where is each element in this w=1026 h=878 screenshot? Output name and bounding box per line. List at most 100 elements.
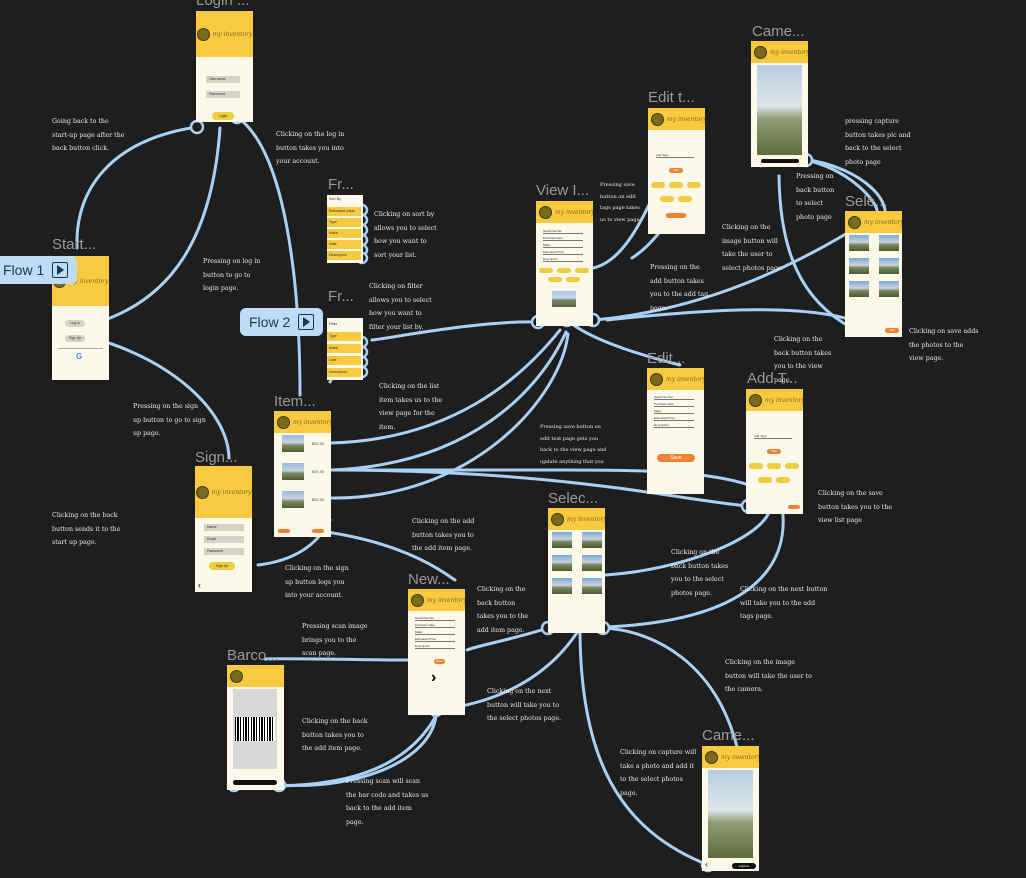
tag-chip[interactable] (651, 182, 665, 188)
capture-bar[interactable] (761, 159, 799, 163)
add-tags-input[interactable]: Add Tags (754, 434, 792, 439)
photo-thumb[interactable] (552, 578, 572, 594)
tag-chip[interactable] (557, 268, 571, 273)
frame-add-tags[interactable]: my inventory Add Tags Add (746, 389, 803, 514)
photo-thumb[interactable] (849, 258, 869, 274)
back-arrow-icon[interactable]: ‹ (198, 580, 201, 590)
frame-view-item[interactable]: my inventory Serial Number Purchase Date… (536, 201, 593, 326)
add-tags-input[interactable]: Add Tags (656, 153, 694, 158)
save-button[interactable] (788, 505, 800, 509)
photo-thumb[interactable] (879, 235, 899, 251)
frame-filter[interactable]: Filter Type Make Date Description (327, 318, 363, 380)
tag-chip[interactable] (548, 277, 562, 282)
photo-thumb[interactable] (552, 555, 572, 571)
sort-option[interactable]: Date (327, 240, 361, 249)
add-item-button[interactable] (278, 529, 290, 533)
tag-chip[interactable] (767, 463, 781, 469)
photo-thumb[interactable] (582, 532, 602, 548)
item-photo[interactable] (552, 291, 576, 307)
list-item[interactable]: $XX.XX (282, 491, 324, 508)
tag-chip[interactable] (678, 196, 692, 202)
photo-grid[interactable] (552, 532, 602, 594)
filter-option[interactable]: Make (327, 344, 361, 353)
tag-chip[interactable] (660, 196, 674, 202)
tag-chip[interactable] (776, 477, 790, 483)
filter-option[interactable]: Date (327, 356, 361, 365)
password-field[interactable]: Password (206, 91, 240, 98)
sort-option[interactable]: Description (327, 251, 361, 260)
frame-edit-tags[interactable]: my inventory Add Tags Add (648, 108, 705, 234)
estimated-price-field[interactable]: Estimated Price (415, 637, 455, 642)
purchase-date-field[interactable]: Purchase Date (415, 623, 455, 628)
frame-camera-top[interactable]: my inventory (751, 41, 808, 167)
password-field[interactable]: Password (204, 548, 244, 555)
description-field[interactable]: Description (415, 644, 455, 649)
signup-button[interactable]: Sign Up (209, 562, 235, 570)
frame-edit-item[interactable]: my inventory Serial Number Purchase Date… (647, 368, 704, 494)
description-field[interactable]: Description (654, 423, 694, 428)
tag-chip[interactable] (669, 182, 683, 188)
tag-chip[interactable] (575, 268, 589, 273)
email-field[interactable]: Email (204, 536, 244, 543)
save-button[interactable] (666, 213, 686, 218)
photo-thumb[interactable] (552, 532, 572, 548)
filter-option[interactable]: Type (327, 332, 361, 341)
list-item[interactable]: $XX.XX (282, 463, 324, 480)
purchase-date-field[interactable]: Purchase Date (654, 402, 694, 407)
add-photos-button[interactable]: Add (885, 328, 899, 333)
save-button[interactable]: Save (657, 454, 695, 462)
make-field[interactable]: Make (415, 630, 455, 635)
frame-new-item[interactable]: my inventory Serial Number Purchase Date… (408, 589, 465, 715)
frame-camera-bottom[interactable]: my inventory ‹ Capture (702, 746, 759, 871)
app-header (227, 665, 284, 687)
sort-option[interactable]: Estimated value (327, 207, 361, 216)
tag-chip[interactable] (749, 463, 763, 469)
photo-thumb[interactable] (582, 578, 602, 594)
scan-button[interactable]: Scan (434, 659, 445, 664)
photo-thumb[interactable] (849, 281, 869, 297)
tag-chip[interactable] (758, 477, 772, 483)
photo-grid[interactable] (849, 235, 899, 297)
signup-button[interactable]: Sign Up (65, 335, 85, 342)
item-price: $XX.XX (312, 497, 325, 502)
sort-option[interactable]: Type (327, 218, 361, 227)
photo-thumb[interactable] (582, 555, 602, 571)
frame-barcode[interactable] (227, 665, 284, 790)
list-item[interactable]: $XX.XX (282, 435, 324, 452)
frame-items[interactable]: my inventory $XX.XX $XX.XX $XX.XX (274, 411, 331, 537)
frame-sort[interactable]: Sort By Estimated value Type Make Date D… (327, 195, 363, 263)
photo-thumb[interactable] (879, 258, 899, 274)
camera-viewfinder (757, 65, 802, 155)
add-tag-button[interactable]: Add (669, 168, 683, 173)
chevron-right-icon[interactable]: › (431, 669, 437, 686)
login-button[interactable]: Login (212, 112, 234, 120)
serial-number-field[interactable]: Serial Number (415, 616, 455, 621)
tag-chip[interactable] (539, 268, 553, 273)
make-field[interactable]: Make (654, 409, 694, 414)
sort-button[interactable] (312, 529, 324, 533)
flow-1-badge[interactable]: Flow 1 (0, 256, 78, 284)
estimated-price-field[interactable]: Estimated Price (654, 416, 694, 421)
login-button[interactable]: Log In (65, 320, 85, 327)
name-field[interactable]: Name (204, 524, 244, 531)
google-icon[interactable]: G (76, 352, 83, 361)
frame-select-photos-top[interactable]: my inventory Add (845, 211, 902, 337)
frame-select-photos-mid[interactable]: my inventory (548, 508, 605, 633)
frame-signup[interactable]: my inventory Name Email Password Sign Up… (195, 466, 252, 592)
scan-bar[interactable] (233, 780, 277, 785)
filter-option[interactable]: Description (327, 368, 361, 377)
frame-login[interactable]: my inventory Username Password Login (196, 11, 253, 122)
capture-button[interactable]: Capture (732, 863, 756, 869)
photo-thumb[interactable] (849, 235, 869, 251)
flow-2-badge[interactable]: Flow 2 (240, 308, 324, 336)
sort-option[interactable]: Make (327, 229, 361, 238)
username-field[interactable]: Username (206, 76, 240, 83)
tag-chip[interactable] (687, 182, 701, 188)
back-arrow-icon[interactable]: ‹ (705, 860, 708, 869)
serial-number-field[interactable]: Serial Number (654, 395, 694, 400)
annotation: Clicking on the image button will take t… (722, 224, 784, 272)
tag-chip[interactable] (566, 277, 580, 282)
tag-chip[interactable] (785, 463, 799, 469)
add-tag-button[interactable]: Add (767, 449, 781, 454)
photo-thumb[interactable] (879, 281, 899, 297)
